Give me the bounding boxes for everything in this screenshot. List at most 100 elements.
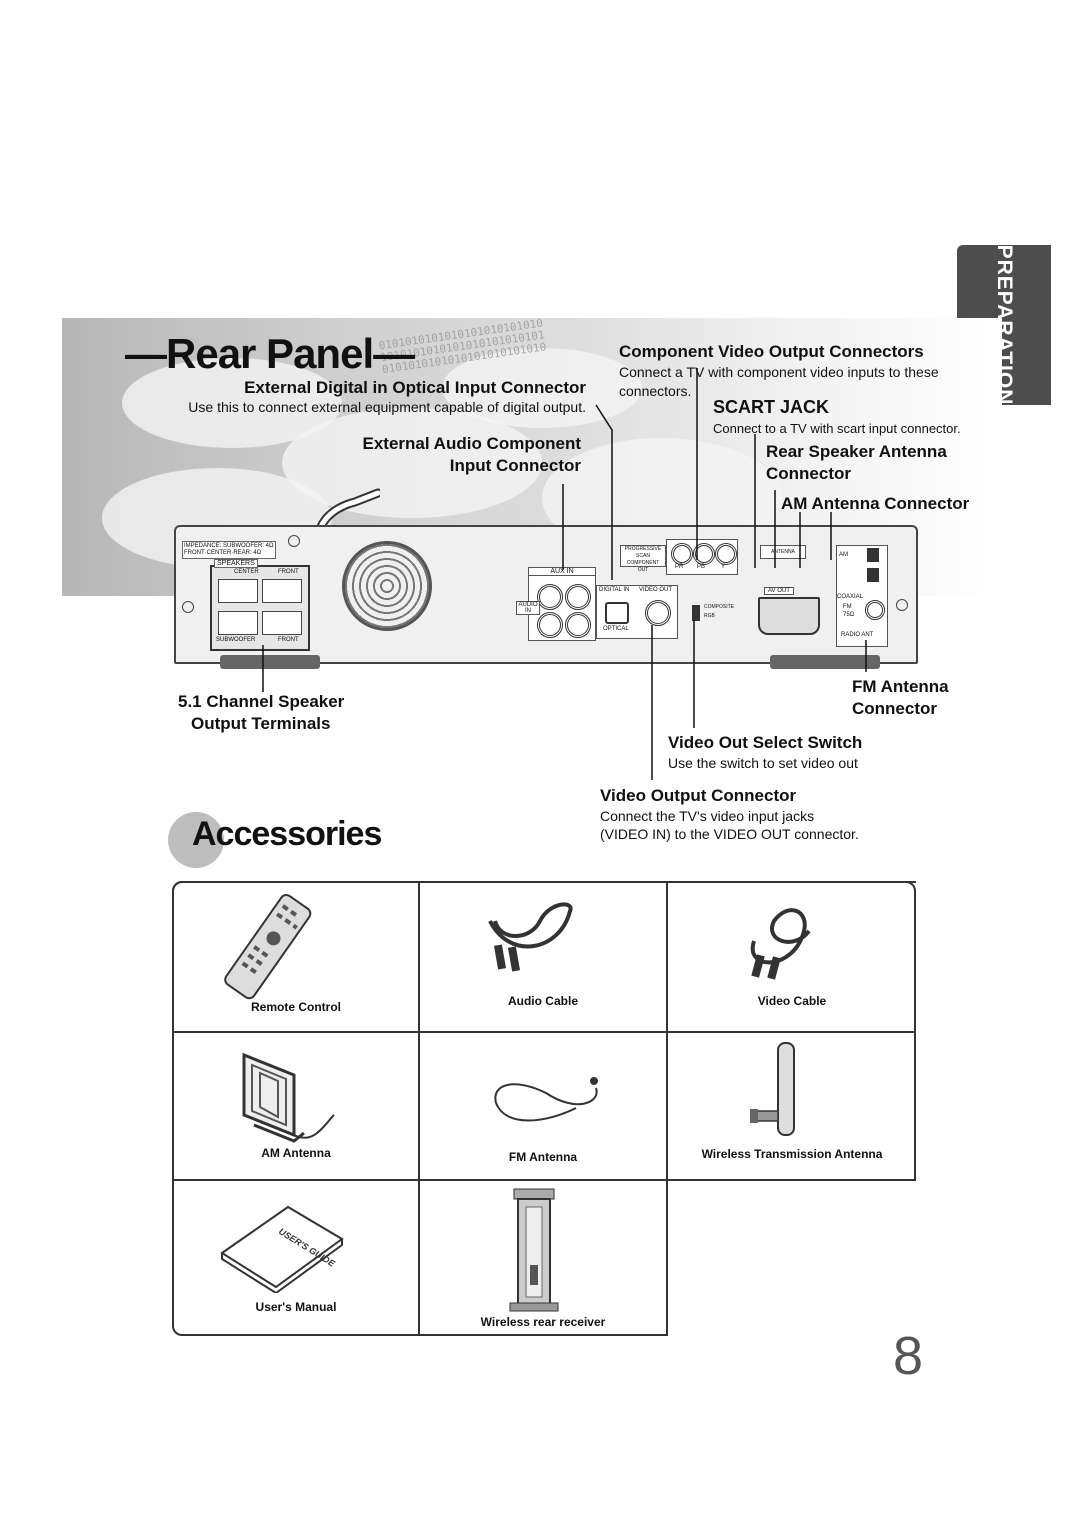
front-label-top: FRONT <box>278 569 299 575</box>
aux-jack-3 <box>537 612 563 638</box>
page-title: —Rear Panel— <box>125 330 415 377</box>
accessory-fm-antenna: FM Antenna <box>420 1033 668 1181</box>
rear-antenna-title-1: Rear Speaker Antenna <box>766 442 947 461</box>
digital-in-label: DIGITAL IN <box>599 587 630 593</box>
users-manual-icon: USER'S GUIDE <box>220 1205 344 1293</box>
pb-label: PB <box>697 564 706 570</box>
audio-cable-icon <box>488 902 573 972</box>
ext-audio-title-1: External Audio Component <box>362 434 582 453</box>
audio-in-label: AUDIO IN <box>516 601 540 615</box>
page-number: 8 <box>893 1326 924 1386</box>
speakers-label: SPEAKERS <box>214 559 258 568</box>
accessory-wireless-receiver: Wireless rear receiver <box>420 1181 668 1336</box>
wireless-antenna-icon <box>750 1042 795 1136</box>
accessories-title: Accessories <box>192 815 382 853</box>
digital-video-block: DIGITAL IN VIDEO OUT OPTICAL <box>596 585 678 639</box>
callout-lines <box>262 368 867 780</box>
component-out-block: PR PB Y <box>666 539 738 575</box>
device-rear-panel: IMPEDANCE: SUBWOOFER: 4Ω FRONT·CENTER·RE… <box>174 525 918 664</box>
progressive-label: PROGRESSIVE SCAN <box>624 546 662 559</box>
remote-control-icon <box>224 893 312 1000</box>
speaker-terminals-block: SPEAKERS CENTER FRONT SUBWOOFER FRONT <box>210 559 310 651</box>
scart-connector: AV OUT <box>758 587 820 635</box>
antenna-label: ANTENNA <box>771 549 795 555</box>
component-desc-1: Connect a TV with component video inputs… <box>619 364 939 380</box>
front-label-bottom: FRONT <box>278 637 299 643</box>
accessory-label: Wireless rear receiver <box>480 1315 606 1329</box>
ext-audio-title-2: Input Connector <box>449 456 581 475</box>
video-switch-desc: Use the switch to set video out <box>668 755 858 771</box>
av-out-label: AV OUT <box>764 587 794 595</box>
device-foot-right <box>770 655 880 669</box>
video-out-label: VIDEO OUT <box>639 587 673 593</box>
am-label: AM <box>839 552 848 558</box>
aux-jack-4 <box>565 612 591 638</box>
radio-ant-block: AM COAXIAL FM 75Ω RADIO ANT <box>836 545 888 647</box>
rear-antenna-title-2: Connector <box>766 464 851 483</box>
am-terminal-2 <box>867 568 879 582</box>
aux-right-jack <box>565 584 591 610</box>
pb-jack <box>693 543 715 565</box>
accessories-grid: Remote Control Audio Cable Video Cable A… <box>172 881 916 1336</box>
y-jack <box>715 543 737 565</box>
accessory-wireless-antenna: Wireless Transmission Antenna <box>668 1033 916 1181</box>
component-label-box: PROGRESSIVE SCAN COMPONENT OUT <box>620 545 666 573</box>
video-cable-icon <box>750 908 811 980</box>
ohm-label: 75Ω <box>843 612 855 618</box>
component-out-label: COMPONENT OUT <box>626 560 660 573</box>
aux-in-label: AUX IN <box>529 568 595 576</box>
speaker-terminals-title-1: 5.1 Channel Speaker <box>178 692 345 711</box>
center-label: CENTER <box>234 569 259 575</box>
accessory-audio-cable: Audio Cable <box>420 881 668 1033</box>
scart-desc: Connect to a TV with scart input connect… <box>713 421 961 436</box>
accessory-label: Audio Cable <box>507 994 578 1008</box>
radio-ant-label: RADIO ANT <box>841 632 874 638</box>
antenna-box: ANTENNA <box>760 545 806 559</box>
cooling-fan <box>342 541 432 631</box>
speaker-spec-1: IMPEDANCE: SUBWOOFER: 4Ω <box>184 543 274 549</box>
video-switch-title: Video Out Select Switch <box>668 733 863 752</box>
fm-antenna-icon <box>494 1077 598 1122</box>
fm-label: FM <box>843 604 852 610</box>
accessory-label: AM Antenna <box>261 1146 331 1160</box>
pr-label: PR <box>675 564 684 570</box>
video-out-switch <box>692 605 700 621</box>
accessory-label: Video Cable <box>757 994 827 1008</box>
video-output-title: Video Output Connector <box>600 786 797 805</box>
accessory-label: User's Manual <box>255 1300 337 1314</box>
optical-port <box>605 602 629 624</box>
component-title: Component Video Output Connectors <box>619 342 924 361</box>
subwoofer-label: SUBWOOFER <box>216 637 256 643</box>
fm-jack <box>865 600 885 620</box>
component-desc-2: connectors. <box>619 383 692 399</box>
accessory-label: Remote Control <box>251 1000 341 1014</box>
fm-antenna-title-1: FM Antenna <box>852 677 949 696</box>
video-out-jack <box>645 600 671 626</box>
am-antenna-title: AM Antenna Connector <box>781 494 970 513</box>
y-label: Y <box>721 564 726 570</box>
rgb-label: RGB <box>704 613 715 619</box>
am-terminal-1 <box>867 548 879 562</box>
pr-jack <box>671 543 693 565</box>
accessory-remote-control: Remote Control <box>172 881 420 1033</box>
video-output-desc-2: (VIDEO IN) to the VIDEO OUT connector. <box>600 826 859 842</box>
accessory-label: Wireless Transmission Antenna <box>701 1147 883 1161</box>
scart-title: SCART JACK <box>713 397 830 417</box>
fm-antenna-title-2: Connector <box>852 699 937 718</box>
aux-left-jack <box>537 584 563 610</box>
wireless-receiver-icon <box>509 1188 559 1312</box>
video-output-desc-1: Connect the TV's video input jacks <box>600 808 815 824</box>
accessory-label: FM Antenna <box>508 1150 578 1164</box>
speaker-terminals-title-2: Output Terminals <box>191 714 331 733</box>
optical-label: OPTICAL <box>603 626 629 632</box>
device-foot-left <box>220 655 320 669</box>
accessories-marker <box>168 812 224 868</box>
composite-label: COMPOSITE <box>704 604 735 610</box>
speaker-spec-2: FRONT·CENTER·REAR: 4Ω <box>184 550 262 556</box>
accessory-am-antenna: AM Antenna <box>172 1033 420 1181</box>
accessory-video-cable: Video Cable <box>668 881 916 1033</box>
optical-connector-desc: Use this to connect external equipment c… <box>188 399 586 415</box>
coaxial-label: COAXIAL <box>837 594 864 600</box>
optical-connector-title: External Digital in Optical Input Connec… <box>244 378 586 397</box>
am-antenna-icon <box>242 1052 335 1143</box>
